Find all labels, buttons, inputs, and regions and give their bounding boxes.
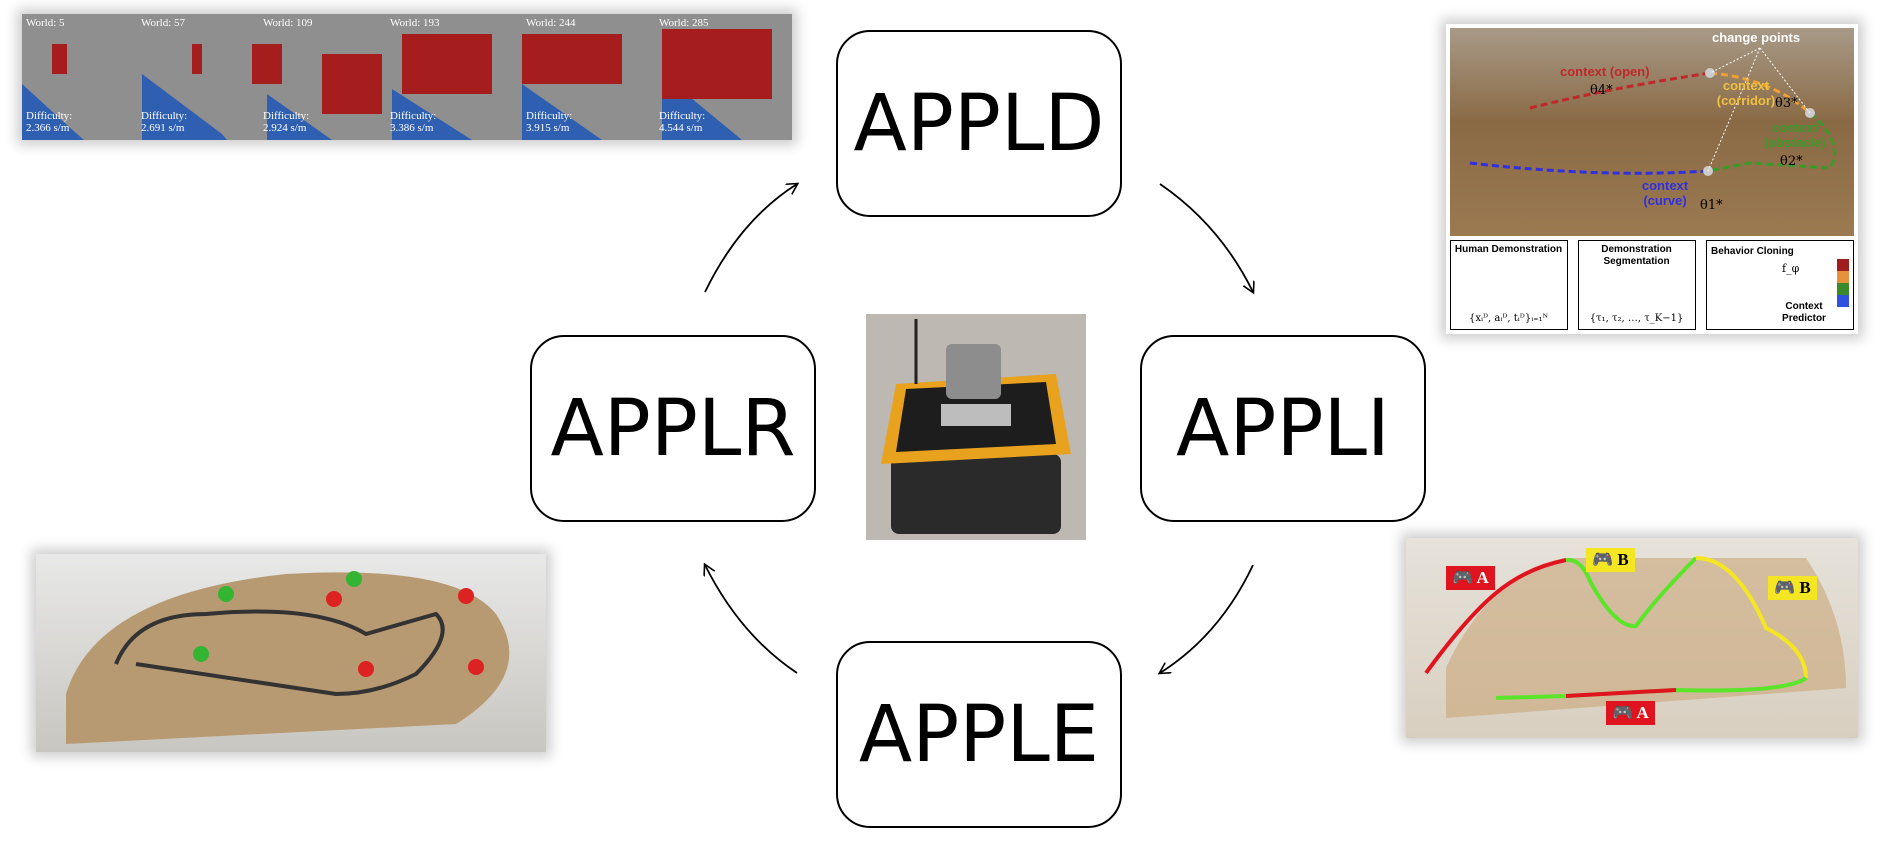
- segmentation-panel: Demonstration Segmentation {τ₁, τ₂, …, τ…: [1578, 240, 1696, 330]
- robot-photo: [866, 314, 1086, 540]
- tag-label: A: [1476, 568, 1489, 587]
- node-applr: APPLR: [530, 335, 816, 522]
- tag-b: 🎮 B: [1768, 576, 1817, 600]
- context-color-bar: [1837, 259, 1849, 307]
- node-appld: APPLD: [836, 30, 1122, 217]
- world-cell: World: 5 Difficulty: 2.366 s/m World: 57…: [26, 17, 709, 134]
- arrow-appli-to-apple: [1160, 564, 1254, 673]
- human-demo-panel: Human Demonstration {xᵢᴰ, aᵢᴰ, tᵢᴰ}ᵢ₌₁ᴺ: [1450, 240, 1568, 330]
- apple-maze-photo: 🎮 A 🎮 B 🎮 B 🎮 A: [1406, 538, 1858, 738]
- node-apple: APPLE: [836, 641, 1122, 828]
- applr-maze-photo: [36, 554, 546, 752]
- tag-a: 🎮 A: [1446, 566, 1495, 590]
- maze-photo: change points context (open) context (co…: [1450, 28, 1854, 236]
- node-appli: APPLI: [1140, 335, 1426, 522]
- appld-worlds-panel: World: 5 Difficulty: 2.366 s/m World: 57…: [22, 14, 792, 140]
- behavior-cloning-panel: Behavior Cloning f_φ Context Predictor: [1706, 240, 1854, 330]
- arrow-apple-to-applr: [705, 565, 798, 674]
- tag-label: A: [1636, 703, 1649, 722]
- tag-label: B: [1799, 578, 1811, 597]
- tag-label: B: [1617, 550, 1629, 569]
- tag-b: 🎮 B: [1586, 548, 1635, 572]
- arrow-applr-to-appld: [704, 184, 797, 293]
- arrow-appld-to-appli: [1159, 183, 1253, 292]
- appli-context-figure: change points context (open) context (co…: [1446, 24, 1858, 334]
- tag-a: 🎮 A: [1606, 701, 1655, 725]
